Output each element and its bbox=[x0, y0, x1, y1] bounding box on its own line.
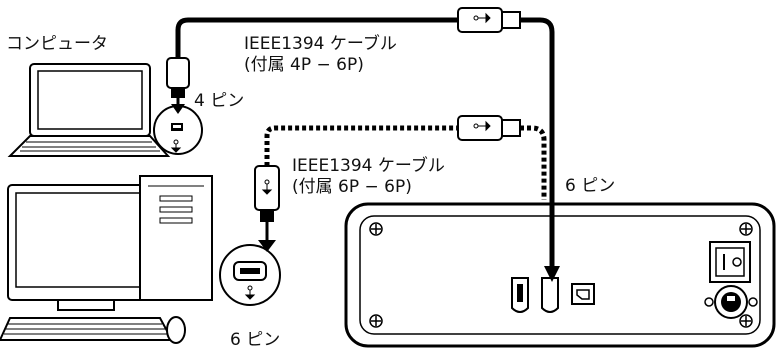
firewire-symbol-icon bbox=[473, 120, 491, 132]
cable-a-spec: (付属 4P − 6P) bbox=[244, 55, 364, 75]
usb-b-port bbox=[571, 283, 595, 305]
cable-a-name: IEEE1394 ケーブル bbox=[244, 34, 397, 54]
six-pin-plug-desktop bbox=[254, 165, 280, 252]
cable-b-spec: (付属 6P − 6P) bbox=[292, 177, 412, 197]
firewire-symbol-icon bbox=[244, 285, 256, 300]
cable-b-name: IEEE1394 ケーブル bbox=[292, 156, 445, 176]
firewire-port-2 bbox=[541, 277, 559, 313]
desktop-port-zoom bbox=[219, 244, 281, 306]
cable-a-connector bbox=[457, 7, 521, 33]
pin-4-label: 4 ピン bbox=[194, 91, 245, 111]
pin-6-device-label: 6 ピン bbox=[565, 176, 616, 196]
firewire-symbol-icon bbox=[473, 12, 491, 24]
computer-label: コンピュータ bbox=[6, 34, 108, 54]
dc-power-jack bbox=[704, 285, 758, 319]
screw-icon bbox=[369, 222, 753, 328]
cable-b-connector bbox=[457, 115, 521, 141]
firewire-port-1 bbox=[511, 277, 529, 313]
cable-6p-6p bbox=[264, 125, 547, 200]
four-pin-plug bbox=[166, 57, 190, 114]
firewire-symbol-icon bbox=[170, 139, 182, 153]
power-switch bbox=[709, 241, 751, 283]
cable-4p-6p bbox=[175, 17, 555, 330]
laptop-computer bbox=[7, 63, 171, 157]
desktop-computer bbox=[0, 175, 213, 344]
firewire-symbol-icon bbox=[261, 179, 273, 195]
device-rear-panel bbox=[344, 200, 776, 348]
pin-6-desktop-label: 6 ピン bbox=[230, 330, 281, 350]
